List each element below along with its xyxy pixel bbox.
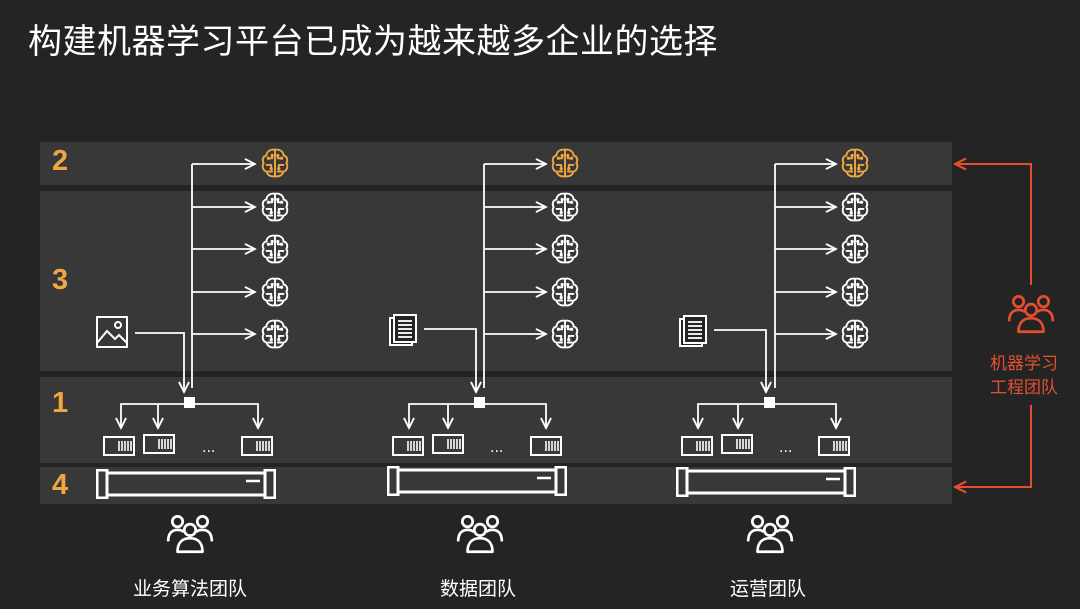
rack-server-icon (676, 467, 856, 497)
ml-team-label: 机器学习 工程团队 (990, 352, 1058, 400)
model-brain-icon (551, 192, 579, 222)
column-operations-team: ... (676, 148, 869, 554)
layer-number-1: 1 (52, 387, 69, 419)
layer-number-4: 4 (52, 469, 69, 501)
model-brain-icon (261, 234, 289, 264)
server-icon (103, 436, 135, 456)
ellipsis: ... (779, 440, 792, 456)
layer-number-3: 3 (52, 264, 69, 296)
hub-node (474, 397, 485, 408)
server-icon (530, 436, 562, 456)
slide-title: 构建机器学习平台已成为越来越多企业的选择 (28, 22, 718, 62)
server-icon (721, 434, 753, 454)
server-icon (681, 436, 713, 456)
model-brain-icon (261, 319, 289, 349)
ml-team-people-icon (1007, 294, 1055, 334)
ellipsis: ... (490, 440, 503, 456)
ml-team-bracket (955, 164, 1055, 487)
model-brain-icon (551, 234, 579, 264)
column-business-algorithm: ... (96, 148, 289, 554)
layer-band-1 (40, 377, 952, 463)
model-brain-icon (551, 319, 579, 349)
model-brain-icon (841, 277, 869, 307)
model-brain-icon (841, 319, 869, 349)
team-people-icon (166, 514, 214, 554)
server-icon (241, 436, 273, 456)
hub-node (184, 397, 195, 408)
rack-server-icon (387, 466, 567, 496)
layer-number-2: 2 (52, 145, 69, 177)
team-label-business-algorithm: 业务算法团队 (133, 578, 248, 600)
team-label-data: 数据团队 (440, 578, 517, 600)
model-brain-icon (841, 192, 869, 222)
document-icon (679, 315, 707, 347)
model-brain-icon (551, 148, 579, 178)
ellipsis: ... (202, 440, 215, 456)
column-data-team: ... (387, 148, 579, 554)
model-brain-icon (841, 234, 869, 264)
team-people-icon (746, 514, 794, 554)
team-label-operations: 运营团队 (730, 578, 807, 600)
server-icon (818, 436, 850, 456)
document-icon (389, 314, 417, 346)
server-icon (392, 436, 424, 456)
rack-server-icon (96, 469, 276, 499)
server-icon (143, 434, 175, 454)
hub-node (764, 397, 775, 408)
server-icon (432, 434, 464, 454)
image-icon (96, 316, 128, 348)
team-people-icon (456, 514, 504, 554)
model-brain-icon (261, 148, 289, 178)
ml-team-label-line1: 机器学习 (990, 354, 1058, 374)
model-brain-icon (261, 277, 289, 307)
model-brain-icon (551, 277, 579, 307)
ml-team-label-line2: 工程团队 (990, 378, 1058, 398)
model-brain-icon (841, 148, 869, 178)
model-brain-icon (261, 192, 289, 222)
